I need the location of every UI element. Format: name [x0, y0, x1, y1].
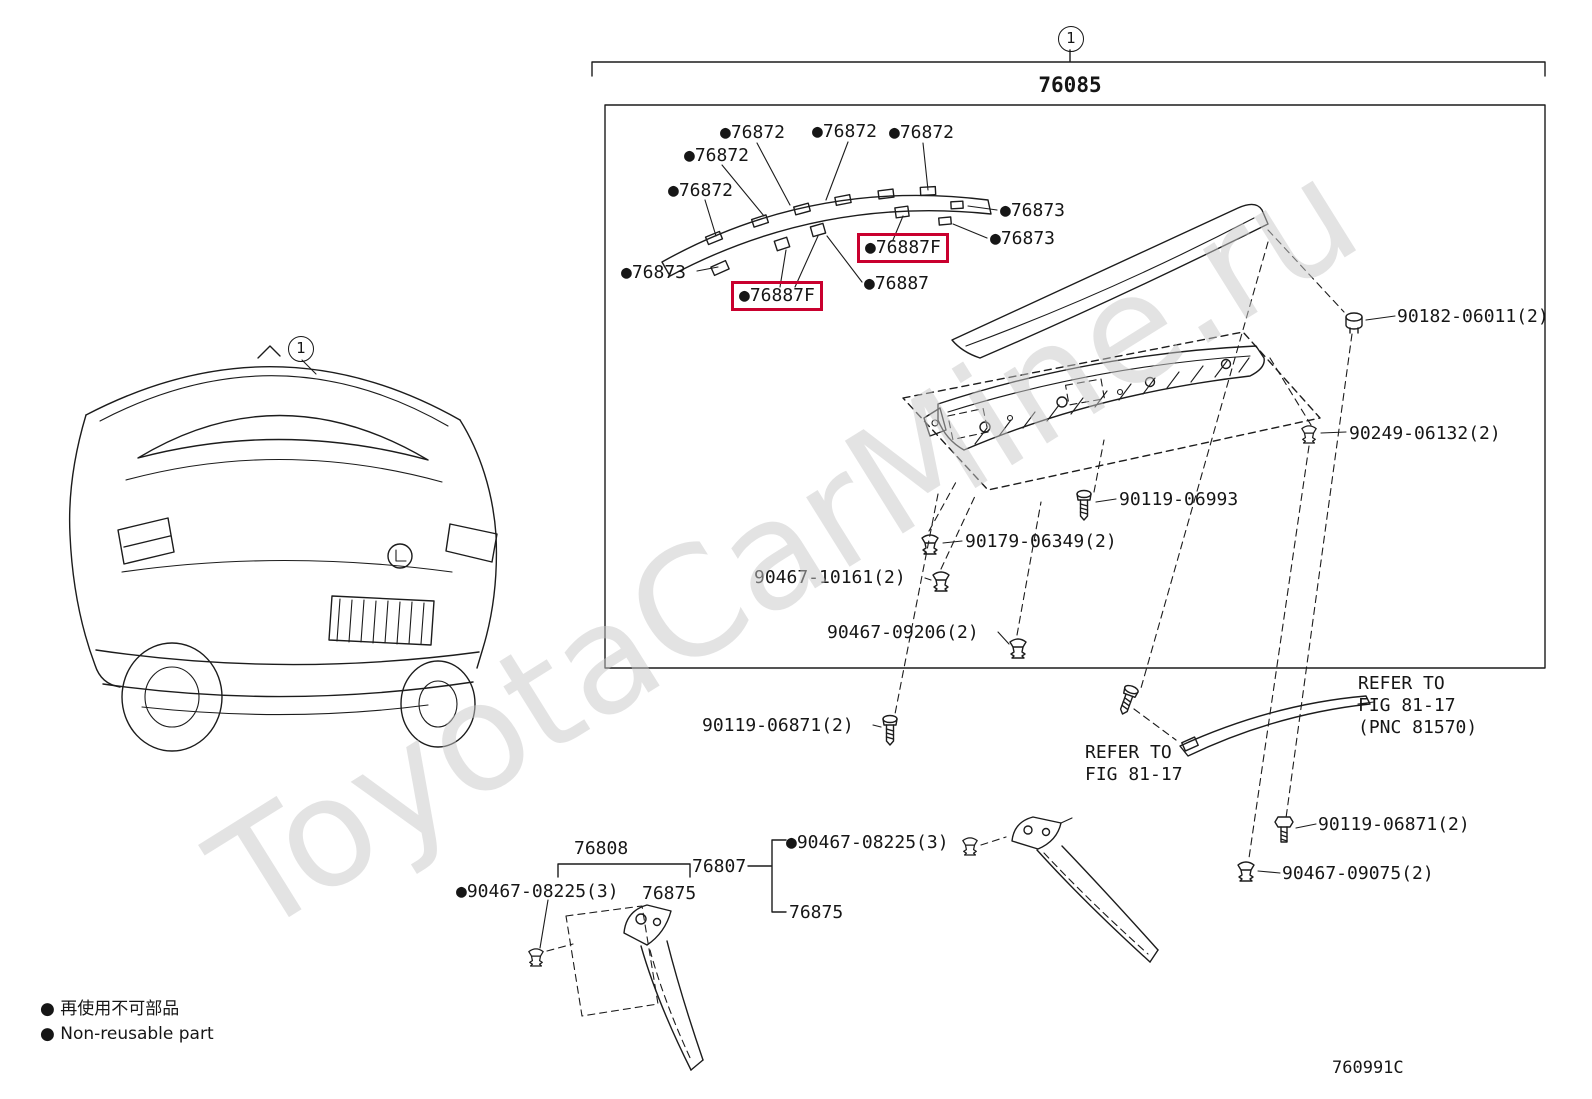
part-label-90119-06993: 90119-06993	[1119, 489, 1239, 510]
screw-icon	[1115, 683, 1140, 718]
clip-icon	[921, 534, 939, 555]
part-label-90467-08225: ●90467-08225(3)	[786, 832, 949, 853]
part-label-76872: ●76872	[889, 122, 955, 143]
part-label-76872: ●76872	[684, 145, 750, 166]
part-label-90467-09206: 90467-09206(2)	[827, 622, 979, 643]
part-label-76872: ●76872	[668, 180, 734, 201]
part-label-76873: ●76873	[990, 228, 1056, 249]
right-garnish	[1011, 816, 1159, 963]
part-label-76872: ●76872	[720, 122, 786, 143]
refer-note-right: REFER TO FIG 81-17 (PNC 81570)	[1358, 673, 1478, 738]
part-label-76807: 76807	[692, 856, 747, 877]
part-label-76085: 76085	[1038, 73, 1102, 97]
left-garnish	[565, 904, 704, 1071]
screw-icon	[1076, 489, 1092, 521]
part-label-90119-06871: 90119-06871(2)	[702, 715, 854, 736]
figure-code: 760991C	[1332, 1058, 1404, 1078]
car-callout: 1	[288, 336, 314, 362]
part-label-76887F-highlighted: ●76887F	[857, 233, 949, 263]
part-label-90467-08225: ●90467-08225(3)	[456, 881, 619, 902]
part-label-76872: ●76872	[812, 121, 878, 142]
legend-en: ● Non-reusable part	[40, 1024, 214, 1044]
part-label-90467-10161: 90467-10161(2)	[754, 567, 906, 588]
part-label-76875: 76875	[789, 902, 844, 923]
bolt-icon	[1274, 816, 1294, 843]
part-label-76887F-highlighted: ●76887F	[731, 281, 823, 311]
part-label-76875: 76875	[642, 883, 697, 904]
base-assembly	[902, 331, 1321, 491]
part-label-76873: ●76873	[621, 262, 687, 283]
car-sketch	[68, 345, 498, 752]
spoiler-cover	[951, 203, 1269, 359]
clip-icon	[962, 837, 978, 856]
label-brackets	[557, 839, 787, 913]
parts-box	[604, 104, 1546, 669]
part-label-76808: 76808	[574, 838, 629, 859]
assembly-bracket	[591, 49, 1546, 77]
part-label-90467-09075: 90467-09075(2)	[1282, 863, 1434, 884]
clip-icon	[932, 571, 950, 592]
explosion-lines	[546, 229, 1353, 952]
clip-icon	[528, 948, 544, 967]
part-label-76873: ●76873	[1000, 200, 1066, 221]
legend-jp: ● 再使用不可部品	[40, 999, 180, 1019]
part-label-90182-06011: 90182-06011(2)	[1397, 306, 1549, 327]
refer-note-left: REFER TO FIG 81-17	[1085, 742, 1183, 785]
part-label-90179-06349: 90179-06349(2)	[965, 531, 1117, 552]
grommet-icon	[1345, 312, 1363, 334]
part-label-76887: ●76887	[864, 273, 930, 294]
clip-icon	[1301, 425, 1317, 444]
leader-lines	[539, 141, 1396, 949]
assembly-callout: 1	[1058, 26, 1084, 52]
clip-icon	[1237, 861, 1255, 882]
pnc-81570-strip	[1179, 695, 1371, 757]
part-label-90119-06871: 90119-06871(2)	[1318, 814, 1470, 835]
part-label-90249-06132: 90249-06132(2)	[1349, 423, 1501, 444]
clip-icon	[1009, 638, 1027, 659]
screw-icon	[882, 714, 898, 746]
